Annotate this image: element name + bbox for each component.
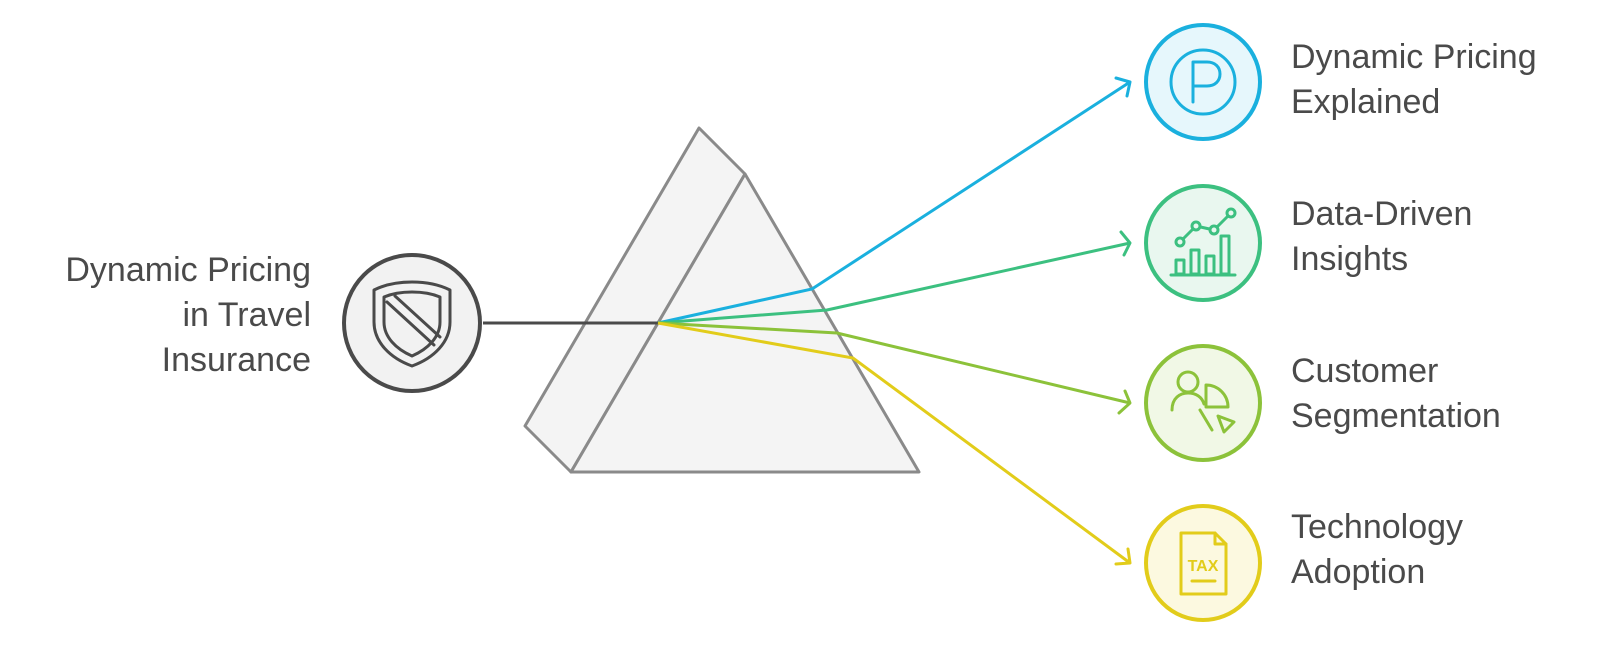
output-circle-technology [1144,504,1262,622]
person-pie-chart-icon [1170,370,1236,434]
output-label-line-1: Data-Driven [1291,195,1473,233]
output-circle-data-driven [1144,184,1262,302]
output-node-customer [1144,344,1262,462]
tax-document-icon-label: TAX [1188,558,1219,575]
output-label-line-2: Segmentation [1291,397,1501,435]
arrowhead-data-driven [1119,230,1132,257]
beam-data-driven [657,241,1131,325]
beam-technology [657,321,1131,565]
line-bar-chart-icon [1169,207,1237,277]
beam-dynamic-pricing [657,80,1131,325]
source-label-line-3: Insurance [161,341,311,379]
output-label-line-1: Customer [1291,352,1439,390]
output-label-line-2: Explained [1291,83,1441,121]
tax-document-icon [1179,531,1228,596]
shield-icon [372,280,452,368]
arrowheads [1114,76,1132,566]
output-node-technology: TAX [1144,504,1262,622]
output-node-data-driven [1144,184,1262,302]
arrowhead-technology [1114,547,1132,566]
output-label-line-1: Technology [1291,508,1464,546]
output-label-line-2: Adoption [1291,553,1426,591]
source-node [342,253,482,393]
source-label-line-2: in Travel [182,296,312,334]
source-label: Dynamic Pricing in Travel Insurance [65,248,311,383]
prism [523,126,921,474]
output-label-data-driven: Data-Driven Insights [1291,192,1472,282]
output-label-technology: Technology Adoption [1291,505,1463,595]
output-label-dynamic-pricing: Dynamic Pricing Explained [1291,35,1537,125]
output-label-line-1: Dynamic Pricing [1291,38,1537,76]
parking-p-icon [1169,48,1237,116]
output-label-line-2: Insights [1291,240,1409,278]
output-circle-dynamic-pricing [1144,23,1262,141]
output-node-dynamic-pricing [1144,23,1262,141]
arrowhead-dynamic-pricing [1114,76,1132,98]
output-label-customer: Customer Segmentation [1291,349,1501,439]
source-label-line-1: Dynamic Pricing [65,251,311,289]
arrowhead-customer [1117,389,1132,415]
beam-customer [657,321,1131,405]
output-beams [657,80,1131,565]
